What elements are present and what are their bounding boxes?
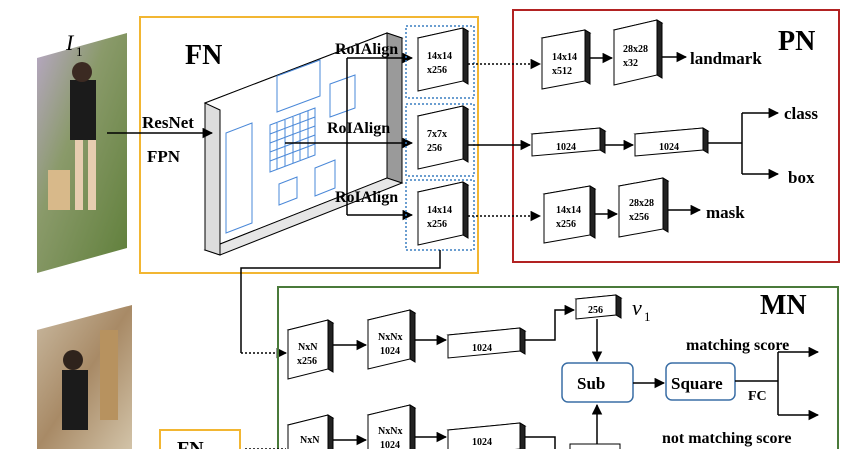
mn-row1-block-a-line1: NxN (298, 342, 318, 353)
roi-feature-2-line1: 7x7x (427, 129, 447, 140)
fn-module-title: FN (185, 40, 222, 71)
fc-block-1-label: 1024 (556, 142, 576, 153)
mask-block-2-line1: 28x28 (629, 198, 654, 209)
roialign-label-3: RoIAlign (335, 189, 398, 206)
fn-small-label: FN (177, 438, 204, 449)
landmark-block-1 (540, 29, 592, 90)
mn-row2-connector (525, 436, 556, 449)
landmark-block-1-line1: 14x14 (552, 52, 577, 63)
not-matching-score-label: not matching score (662, 430, 791, 447)
roialign-arrows (285, 52, 414, 221)
fn-to-mn-connector (240, 250, 441, 353)
roi-feature-3-line1: 14x14 (427, 205, 452, 216)
mask-label: mask (706, 203, 745, 222)
fn-small-box (159, 429, 241, 449)
resnet-label: ResNet (142, 113, 194, 132)
photo-top-subscript: 1 (76, 44, 83, 59)
mn-module-border (277, 286, 839, 449)
mask-block-1-line1: 14x14 (556, 205, 581, 216)
roi-feature-3-line2: x256 (427, 219, 447, 230)
v1-label: v (632, 295, 642, 320)
box-label: box (788, 168, 815, 187)
mn-row1-block-b-line1: NxNx (378, 332, 402, 343)
class-box-branch (708, 107, 780, 180)
mn-row2-block-b (366, 404, 417, 449)
mn-row2-block-a-line1: NxN (300, 435, 320, 446)
fc-block-2 (633, 127, 710, 157)
score-branch (735, 346, 820, 421)
mn-row1-block-b-line2: 1024 (380, 346, 400, 357)
v1-block (574, 294, 623, 320)
fc-label: FC (748, 389, 767, 404)
person-photo-bottom (37, 305, 132, 449)
fpn-feature-slab (203, 32, 404, 256)
mn-row1-block-c (446, 327, 527, 359)
v1-subscript: 1 (644, 309, 651, 324)
landmark-block-1-line2: x512 (552, 66, 572, 77)
square-label: Square (671, 374, 723, 393)
matching-score-label: matching score (686, 337, 789, 354)
fc-block-2-label: 1024 (659, 142, 679, 153)
roi-feature-block-1 (416, 27, 470, 92)
mn-row2-block-b-line2: 1024 (380, 440, 400, 449)
landmark-block-2-line1: 28x28 (623, 44, 648, 55)
roialign-label-1: RoIAlign (335, 41, 398, 58)
roi-feature-1-line2: x256 (427, 65, 447, 76)
roi-feature-2-line2: 256 (427, 143, 442, 154)
mn-row2-block-b-line1: NxNx (378, 426, 402, 437)
mn-row2-block-c-label: 1024 (472, 437, 492, 448)
landmark-block-2-line2: x32 (623, 58, 638, 69)
pn-module-title: PN (778, 26, 815, 57)
mask-block-2-line2: x256 (629, 212, 649, 223)
roi-feature-1-line1: 14x14 (427, 51, 452, 62)
landmark-label: landmark (690, 49, 762, 68)
fpn-label: FPN (147, 147, 181, 166)
mask-block-2 (617, 177, 670, 238)
pn-module-border (512, 9, 840, 263)
class-label: class (784, 104, 818, 123)
fc-block-1 (530, 127, 607, 157)
mn-row1-to-v1-arrow (525, 304, 576, 341)
mn-row2-block-c (446, 422, 527, 449)
mask-block-1 (542, 185, 597, 244)
v1-block-label: 256 (588, 305, 603, 316)
mn-row1-block-a-line2: x256 (297, 356, 317, 367)
mn-module-title: MN (760, 290, 807, 321)
roialign-label-2: RoIAlign (327, 120, 390, 137)
mn-row2-block-a (286, 414, 335, 449)
landmark-block-2 (612, 19, 664, 86)
mn-row2-partial-box (569, 443, 621, 449)
mn-row1-block-b (366, 309, 417, 370)
roi-feature-block-2 (416, 105, 470, 170)
mn-row1-block-c-label: 1024 (472, 343, 492, 354)
mask-block-1-line2: x256 (556, 219, 576, 230)
roi-feature-block-3 (416, 181, 470, 246)
mn-row1-block-a (286, 319, 335, 380)
photo-top-label: I (65, 30, 75, 55)
person-photo-top (37, 33, 127, 273)
sub-label: Sub (577, 374, 605, 393)
